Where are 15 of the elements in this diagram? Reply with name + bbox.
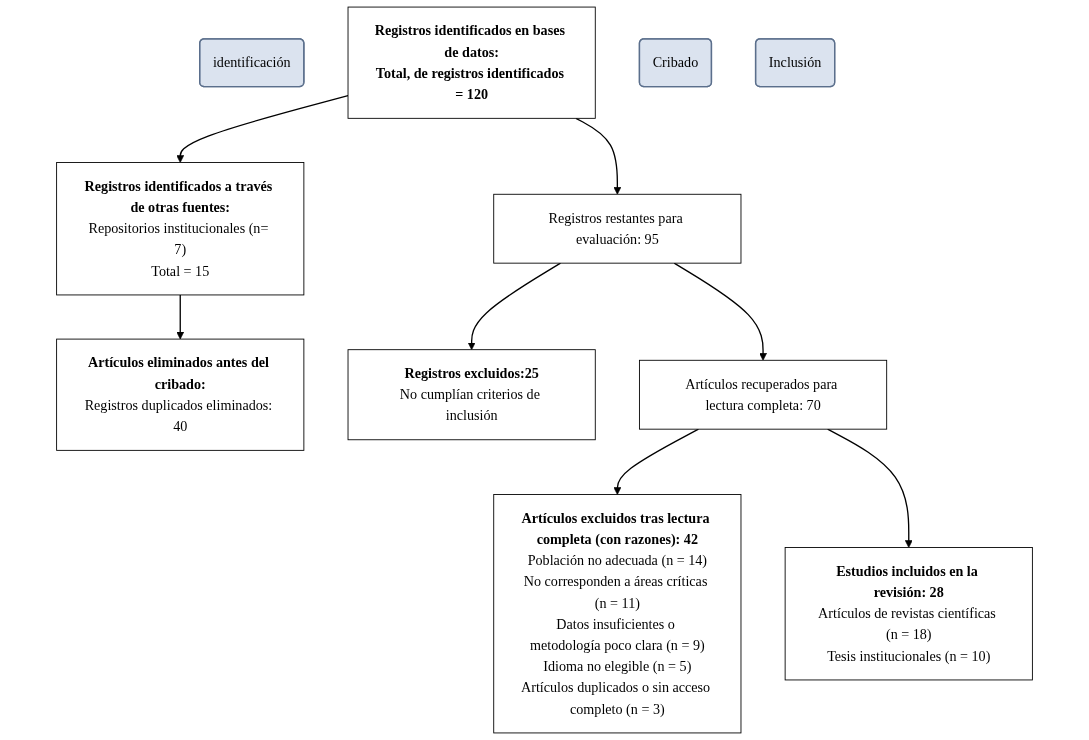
arrow	[176, 294, 185, 340]
node-box: Registros identificados en bases de datos: Total, de registros identificados = 120	[347, 6, 596, 119]
arrow	[575, 117, 622, 195]
arrow	[176, 95, 349, 163]
arrow	[826, 428, 913, 548]
node-box: Artículos excluidos tras lectura completa (con razones): 42 Población no adecuada (n = 14) No corresponden a áreas críticas (n = 11) Datos insuficientes o metodología poco clara (n = 9) Idioma no elegible (n = 5) Artículos duplicados o sin acceso completo (n = 3)	[493, 494, 742, 734]
node-box: Registros restantes para evaluación: 95	[493, 193, 742, 264]
node-box: Artículos recuperados para lectura completa: 70	[639, 359, 888, 430]
node-box: Registros excluidos:25 No cumplían criterios de inclusión	[347, 349, 596, 441]
node-box: Artículos eliminados antes del cribado: Registros duplicados eliminados: 40	[56, 338, 305, 451]
arrow	[613, 428, 700, 495]
arrow	[673, 262, 767, 361]
node-box: Registros identificados a través de otras fuentes: Repositorios institucionales (n= 7) Total = 15	[56, 162, 305, 296]
node-box: Estudios incluidos en la revisión: 28 Artículos de revistas científicas (n = 18) Tesis institucionales (n = 10)	[784, 547, 1033, 681]
arrow	[467, 262, 562, 351]
